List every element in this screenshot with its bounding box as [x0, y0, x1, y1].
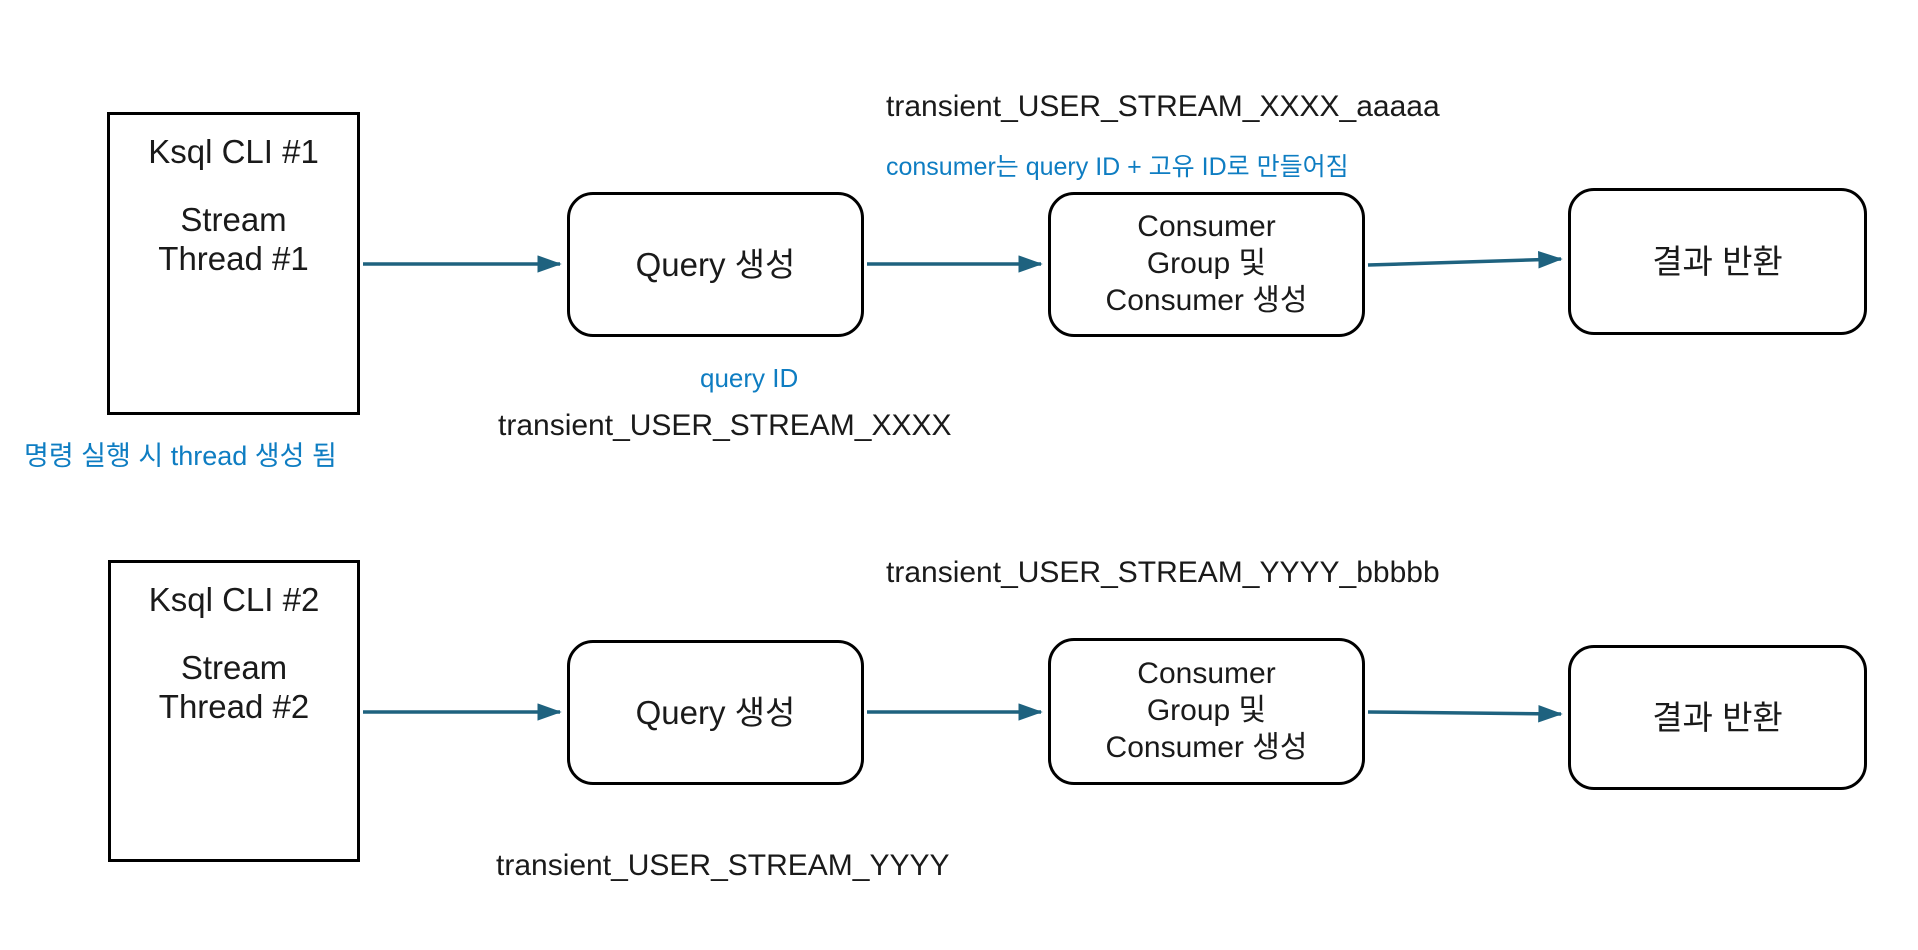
subtitle-line: Stream: [180, 201, 287, 239]
query-id-value-row1: transient_USER_STREAM_XXXX: [498, 409, 952, 442]
result-return-box-row2: 결과 반환: [1568, 645, 1867, 790]
subtitle-line: Thread #2: [158, 688, 310, 726]
query-create-label: Query 생성: [635, 693, 796, 731]
thread-note-row1: 명령 실행 시 thread 생성 됨: [24, 441, 337, 471]
subtitle-line: Stream: [180, 649, 288, 687]
query-create-box-row2: Query 생성: [567, 640, 864, 785]
ksql-cli-2-subtitle: Stream Thread #2: [111, 649, 357, 727]
ksql-cli-2-title: Ksql CLI #2: [148, 581, 320, 618]
consumer-group-box-row1: Consumer Group 및 Consumer 생성: [1048, 192, 1365, 337]
result-return-box-row1: 결과 반환: [1568, 188, 1867, 335]
consumer-group-id-label-row2: transient_USER_STREAM_YYYY_bbbbb: [886, 556, 1440, 589]
consumer-group-line: Consumer: [1137, 210, 1276, 244]
ksql-cli-1-subtitle: Stream Thread #1: [110, 201, 357, 279]
consumer-group-label: Consumer Group 및 Consumer 생성: [1106, 209, 1308, 320]
result-return-label: 결과 반환: [1652, 242, 1783, 280]
consumer-group-line: Consumer: [1137, 657, 1276, 691]
consumer-group-box-row2: Consumer Group 및 Consumer 생성: [1048, 638, 1365, 785]
query-create-box-row1: Query 생성: [567, 192, 864, 337]
consumer-group-id-label-row1: transient_USER_STREAM_XXXX_aaaaa: [886, 90, 1440, 123]
arrow-row1-consumer-to-result: [1367, 250, 1563, 269]
ksql-cli-1-box: Ksql CLI #1 Stream Thread #1: [107, 112, 360, 415]
consumer-group-line: Group 및: [1146, 694, 1267, 728]
consumer-group-line: Consumer 생성: [1105, 283, 1308, 317]
consumer-group-label: Consumer Group 및 Consumer 생성: [1106, 656, 1308, 767]
consumer-group-line: Consumer 생성: [1105, 730, 1308, 764]
ksql-cli-1-title: Ksql CLI #1: [148, 133, 319, 170]
arrow-row2-consumer-to-result: [1367, 705, 1563, 723]
query-id-caption-row1: query ID: [700, 363, 799, 393]
subtitle-line: Thread #1: [158, 240, 309, 278]
consumer-group-line: Group 및: [1146, 247, 1267, 281]
query-create-label: Query 생성: [635, 245, 796, 283]
result-return-label: 결과 반환: [1652, 698, 1783, 736]
query-id-value-row2: transient_USER_STREAM_YYYY: [496, 849, 950, 882]
consumer-note-row1: consumer는 query ID + 고유 ID로 만들어짐: [886, 153, 1349, 181]
ksql-cli-2-box: Ksql CLI #2 Stream Thread #2: [108, 560, 360, 862]
